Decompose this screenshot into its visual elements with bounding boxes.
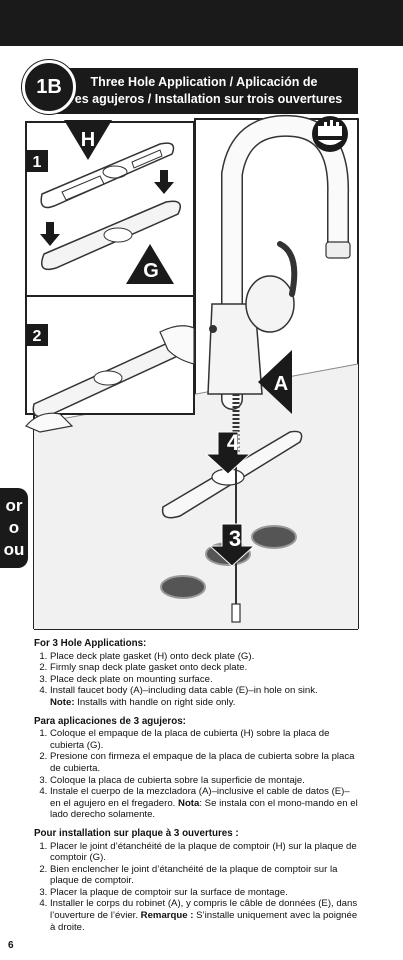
list-item: Placer la plaque de comptoir sur la surf… (50, 887, 360, 899)
note-label: Remarque : (140, 910, 194, 922)
top-black-bar (0, 0, 403, 46)
note-label: Nota (178, 797, 200, 809)
label-g: G (143, 260, 159, 282)
label-a-marker (258, 350, 292, 414)
french-heading: Pour installation sur plaque à 3 ouvertu… (34, 827, 239, 839)
list-item: Coloque la placa de cubierta sobre la su… (50, 775, 360, 787)
installation-illustration: A 4 3 1 H G 2 (25, 114, 359, 630)
callout-4: 4 (227, 430, 240, 455)
panel-2-number: 2 (33, 328, 42, 345)
hand-right (159, 325, 195, 365)
hand-left (25, 412, 74, 433)
list-item: Instale el cuerpo de la mezcladora (A)–i… (50, 786, 360, 821)
page-number: 6 (8, 940, 14, 951)
instructions-text: For 3 Hole Applications: Place deck plat… (34, 638, 360, 940)
faucet-body (207, 303, 263, 395)
note-label: Note: (50, 696, 75, 708)
list-item: Placer le joint d’étanchéité de la plaqu… (50, 841, 360, 864)
panel-1-number: 1 (33, 154, 42, 171)
down-arrow-icon (154, 170, 174, 194)
list-item: Install faucet body (A)–including data c… (50, 685, 360, 708)
list-item: Installer le corps du robinet (A), y com… (50, 898, 360, 933)
list-item: Bien enclencher le joint d’étanchéité de… (50, 864, 360, 887)
list-item: Place deck plate gasket (H) onto deck pl… (50, 651, 360, 663)
french-steps: Placer le joint d’étanchéité de la plaqu… (34, 841, 360, 934)
sink-hole-left (160, 575, 206, 599)
list-item: Place deck plate on mounting surface. (50, 674, 360, 686)
english-heading: For 3 Hole Applications: (34, 638, 147, 649)
list-item: Coloque el empaque de la placa de cubier… (50, 728, 360, 751)
label-a: A (274, 373, 288, 395)
faucet-handle (245, 275, 295, 333)
spanish-heading: Para aplicaciones de 3 agujeros: (34, 715, 186, 727)
callout-3: 3 (229, 526, 241, 551)
list-item: Firmly snap deck plate gasket onto deck … (50, 662, 360, 674)
step-badge: 1B (22, 60, 76, 114)
title-line-1: Three Hole Application / Aplicación de (90, 75, 318, 89)
label-h: H (81, 129, 95, 151)
english-steps: Place deck plate gasket (H) onto deck pl… (34, 651, 360, 709)
spanish-steps: Coloque el empaque de la placa de cubier… (34, 728, 360, 821)
gasket-h (40, 142, 175, 209)
section-title: Three Hole Application / Aplicación de t… (50, 68, 358, 114)
down-arrow-icon (40, 222, 60, 246)
sink-hole-right (251, 525, 297, 549)
or-side-tab: or o ou (0, 488, 28, 568)
title-line-2: tres agujeros / Installation sur trois o… (65, 92, 343, 106)
list-item: Presione con firmeza el empaque de la pl… (50, 751, 360, 774)
